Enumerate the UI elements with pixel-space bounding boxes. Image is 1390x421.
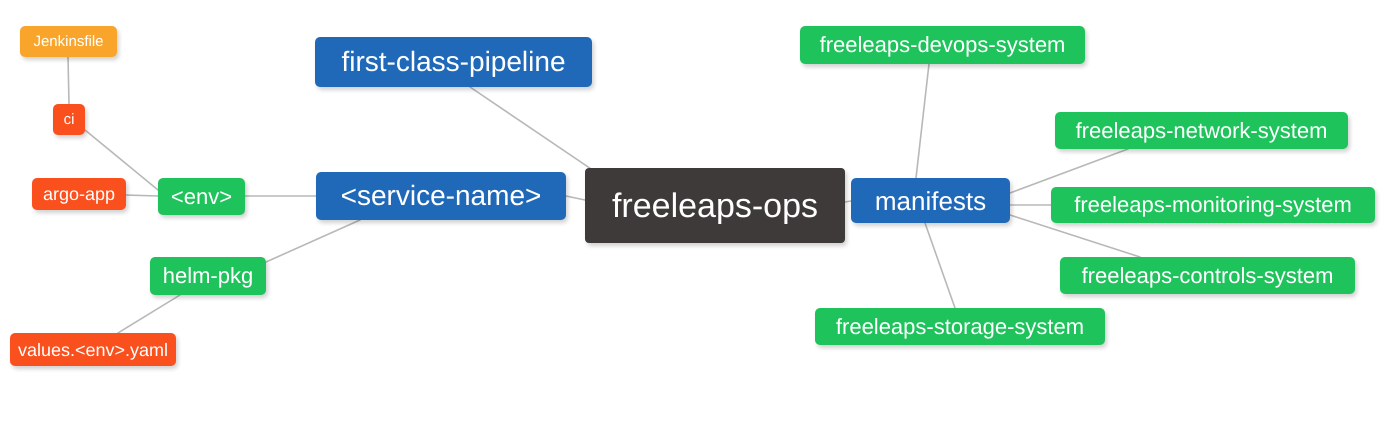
edge-freeleaps-ops-to-service-name	[565, 195, 586, 201]
node-freeleaps-monitoring-system[interactable]: freeleaps-monitoring-system	[1051, 187, 1375, 223]
node-label: ci	[63, 111, 75, 128]
node-helm-pkg[interactable]: helm-pkg	[150, 257, 266, 295]
node-label: <env>	[170, 183, 233, 209]
node-ci[interactable]: ci	[53, 104, 85, 135]
node-label: helm-pkg	[162, 263, 254, 288]
node-first-class-pipeline[interactable]: first-class-pipeline	[315, 37, 592, 87]
node-label: freeleaps-network-system	[1075, 117, 1328, 143]
edge-service-name-to-helm-pkg	[265, 219, 361, 263]
node-label: freeleaps-storage-system	[835, 313, 1085, 339]
node-label: manifests	[874, 185, 987, 216]
node-manifests[interactable]: manifests	[851, 178, 1010, 223]
node-label: freeleaps-monitoring-system	[1074, 192, 1352, 217]
node-freeleaps-devops-system[interactable]: freeleaps-devops-system	[800, 26, 1085, 64]
edge-manifests-to-freeleaps-devops-system	[915, 63, 930, 179]
node-values-env-yaml[interactable]: values.<env>.yaml	[10, 333, 176, 366]
node-label: values.<env>.yaml	[17, 339, 169, 360]
node-label: first-class-pipeline	[341, 46, 566, 77]
edge-ci-to-jenkinsfile	[67, 56, 70, 105]
node-label: freeleaps-ops	[611, 186, 818, 225]
node-label: freeleaps-devops-system	[819, 32, 1066, 57]
node-label: <service-name>	[340, 180, 542, 211]
node-jenkinsfile[interactable]: Jenkinsfile	[20, 26, 117, 57]
node-service-name[interactable]: <service-name>	[316, 172, 566, 220]
edge-env-to-argo-app	[125, 194, 159, 197]
node-argo-app[interactable]: argo-app	[32, 178, 126, 210]
node-freeleaps-controls-system[interactable]: freeleaps-controls-system	[1060, 257, 1355, 294]
edge-freeleaps-ops-to-first-class-pipeline	[469, 86, 601, 176]
node-label: Jenkinsfile	[33, 33, 104, 50]
edge-manifests-to-freeleaps-storage-system	[924, 222, 956, 309]
node-freeleaps-storage-system[interactable]: freeleaps-storage-system	[815, 308, 1105, 345]
node-label: argo-app	[42, 184, 116, 204]
node-label: freeleaps-controls-system	[1081, 262, 1334, 288]
node-freeleaps-ops[interactable]: freeleaps-ops	[585, 168, 845, 243]
edge-helm-pkg-to-values-env-yaml	[117, 294, 181, 334]
node-freeleaps-network-system[interactable]: freeleaps-network-system	[1055, 112, 1348, 149]
node-env[interactable]: <env>	[158, 178, 245, 215]
